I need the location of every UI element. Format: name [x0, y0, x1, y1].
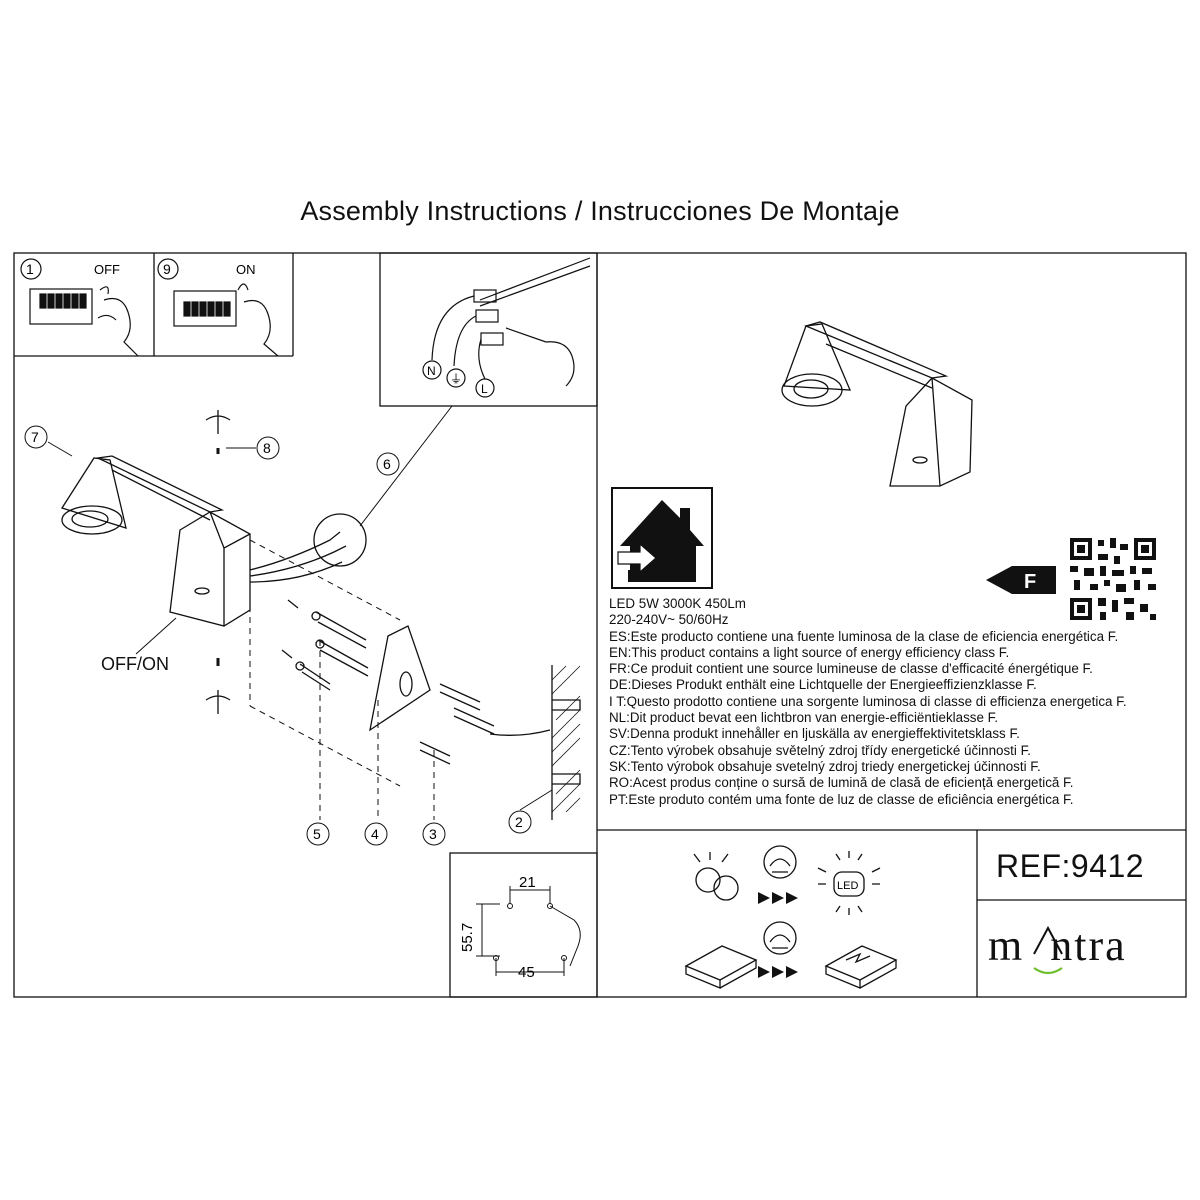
dimension-bottom: 45: [518, 964, 535, 981]
exploded-lamp-drawing: [60, 410, 581, 820]
qr-code: [1070, 538, 1156, 620]
dimension-side: 55.7: [459, 923, 476, 952]
brand-logo-peak: [1033, 925, 1063, 955]
indoor-use-icon: [611, 487, 713, 589]
energy-text-cz: CZ:Tento výrobek obsahuje světelný zdroj…: [609, 742, 1032, 758]
energy-text-it: I T:Questo prodotto contiene una sorgent…: [609, 693, 1127, 709]
wall-hatch: [551, 665, 581, 813]
brand-logo-smile: [1033, 967, 1063, 975]
replacement-pictograms: [684, 845, 898, 989]
product-illustration: [781, 321, 973, 487]
energy-text-sk: SK:Tento výrobok obsahuje svetelný zdroj…: [609, 758, 1041, 774]
product-reference: REF:9412: [996, 848, 1145, 884]
energy-text-en: EN:This product contains a light source …: [609, 644, 1010, 660]
wiring-panel: [379, 252, 598, 407]
dimension-top: 21: [519, 874, 536, 891]
energy-text-nl: NL:Dit product bevat een lichtbron van e…: [609, 710, 999, 726]
callout-7: 7: [31, 429, 39, 445]
switch-label: OFF/ON: [101, 654, 169, 674]
energy-class-letter: F: [1024, 571, 1036, 593]
callout-5: 5: [313, 826, 321, 842]
wire-earth-label: ⏚: [450, 372, 462, 386]
brand-name-start: m: [988, 921, 1025, 970]
energy-text-ro: RO:Acest produs conține o sursă de lumin…: [609, 775, 1074, 791]
callout-8: 8: [263, 440, 271, 456]
step9-number: 9: [163, 261, 171, 277]
step1-off-label: OFF: [94, 262, 120, 277]
step9-breaker-on: [157, 258, 279, 357]
energy-text-pt: PT:Este produto contém uma fonte de luz …: [609, 791, 1074, 807]
step1-breaker-off: [20, 258, 139, 357]
callout-6: 6: [383, 456, 391, 472]
callout-2: 2: [515, 814, 523, 830]
spec-voltage: 220-240V~ 50/60Hz: [609, 612, 729, 628]
arrow-indicators: [758, 892, 798, 978]
outer-frame: [13, 252, 1187, 998]
spec-power: LED 5W 3000K 450Lm: [609, 596, 746, 611]
product-specifications: LED 5W 3000K 450Lm 220-240V~ 50/60Hz ES:…: [609, 596, 1189, 808]
energy-text-de: DE:Dieses Produkt enthält eine Lichtquel…: [609, 677, 1037, 693]
energy-text-fr: FR:Ce produit contient une source lumine…: [609, 661, 1093, 677]
led-icon-label: LED: [837, 880, 858, 892]
page-title: Assembly Instructions / Instrucciones De…: [300, 196, 900, 226]
wire-live-label: L: [481, 382, 488, 396]
step1-number: 1: [26, 261, 34, 277]
wire-neutral-label: N: [427, 364, 436, 378]
energy-text-sv: SV:Denna produkt innehåller en ljuskälla…: [609, 726, 1020, 742]
callout-4: 4: [371, 826, 379, 842]
wiring-detail: [422, 257, 591, 398]
dimension-drawing: [476, 886, 581, 976]
brand-name-end: ntra: [1050, 921, 1127, 970]
energy-text-es: ES:Este producto contiene una fuente lum…: [609, 628, 1119, 644]
dimension-panel: [449, 852, 598, 998]
callout-3: 3: [429, 826, 437, 842]
step9-on-label: ON: [236, 262, 256, 277]
energy-class-badge: [986, 566, 1056, 594]
